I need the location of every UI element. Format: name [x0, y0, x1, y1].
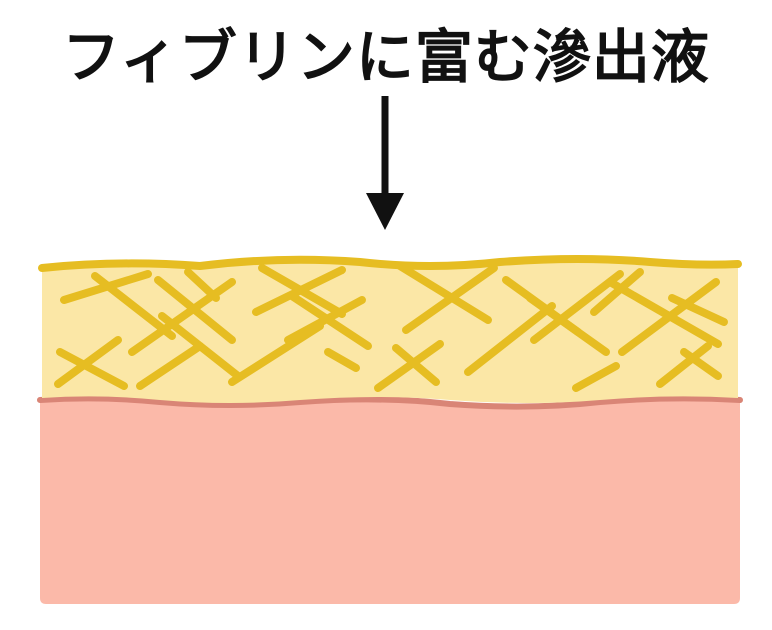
fibrin-strand: [526, 294, 610, 356]
fibrin-strand: [656, 342, 712, 388]
fibrin-strand: [618, 278, 720, 356]
fibrin-strand: [374, 340, 444, 392]
arrow-head: [366, 193, 404, 230]
fibrin-strand: [392, 344, 440, 386]
fibrin-strand: [402, 264, 498, 334]
fibrin-strand: [288, 292, 372, 350]
fibrin-strand: [184, 268, 220, 302]
fibrin-strand: [91, 272, 176, 340]
diagram-title: フィブリンに富む滲出液: [62, 23, 710, 91]
fibrin-strand: [530, 270, 624, 344]
fibrin-strand: [680, 348, 722, 380]
fibrin-strand: [572, 362, 620, 392]
fibrin-strand: [324, 348, 360, 372]
fibrin-strand: [54, 336, 122, 388]
tissue-surface-line: [37, 395, 743, 410]
fibrin-strand: [606, 278, 722, 348]
down-arrow-icon: [366, 96, 404, 230]
fibrin-strand: [590, 268, 644, 316]
fibrin-strand: [464, 302, 556, 376]
fibrin-strand: [136, 342, 204, 390]
fibrin-strand: [38, 255, 742, 272]
fibrin-strand: [668, 294, 728, 326]
fibrin-strand: [252, 266, 346, 316]
fibrin-strand: [56, 348, 128, 390]
fibrin-network: [38, 255, 742, 392]
tissue-layer: [40, 398, 740, 604]
fibrin-strand: [228, 322, 324, 386]
fibrin-strand: [396, 262, 492, 324]
